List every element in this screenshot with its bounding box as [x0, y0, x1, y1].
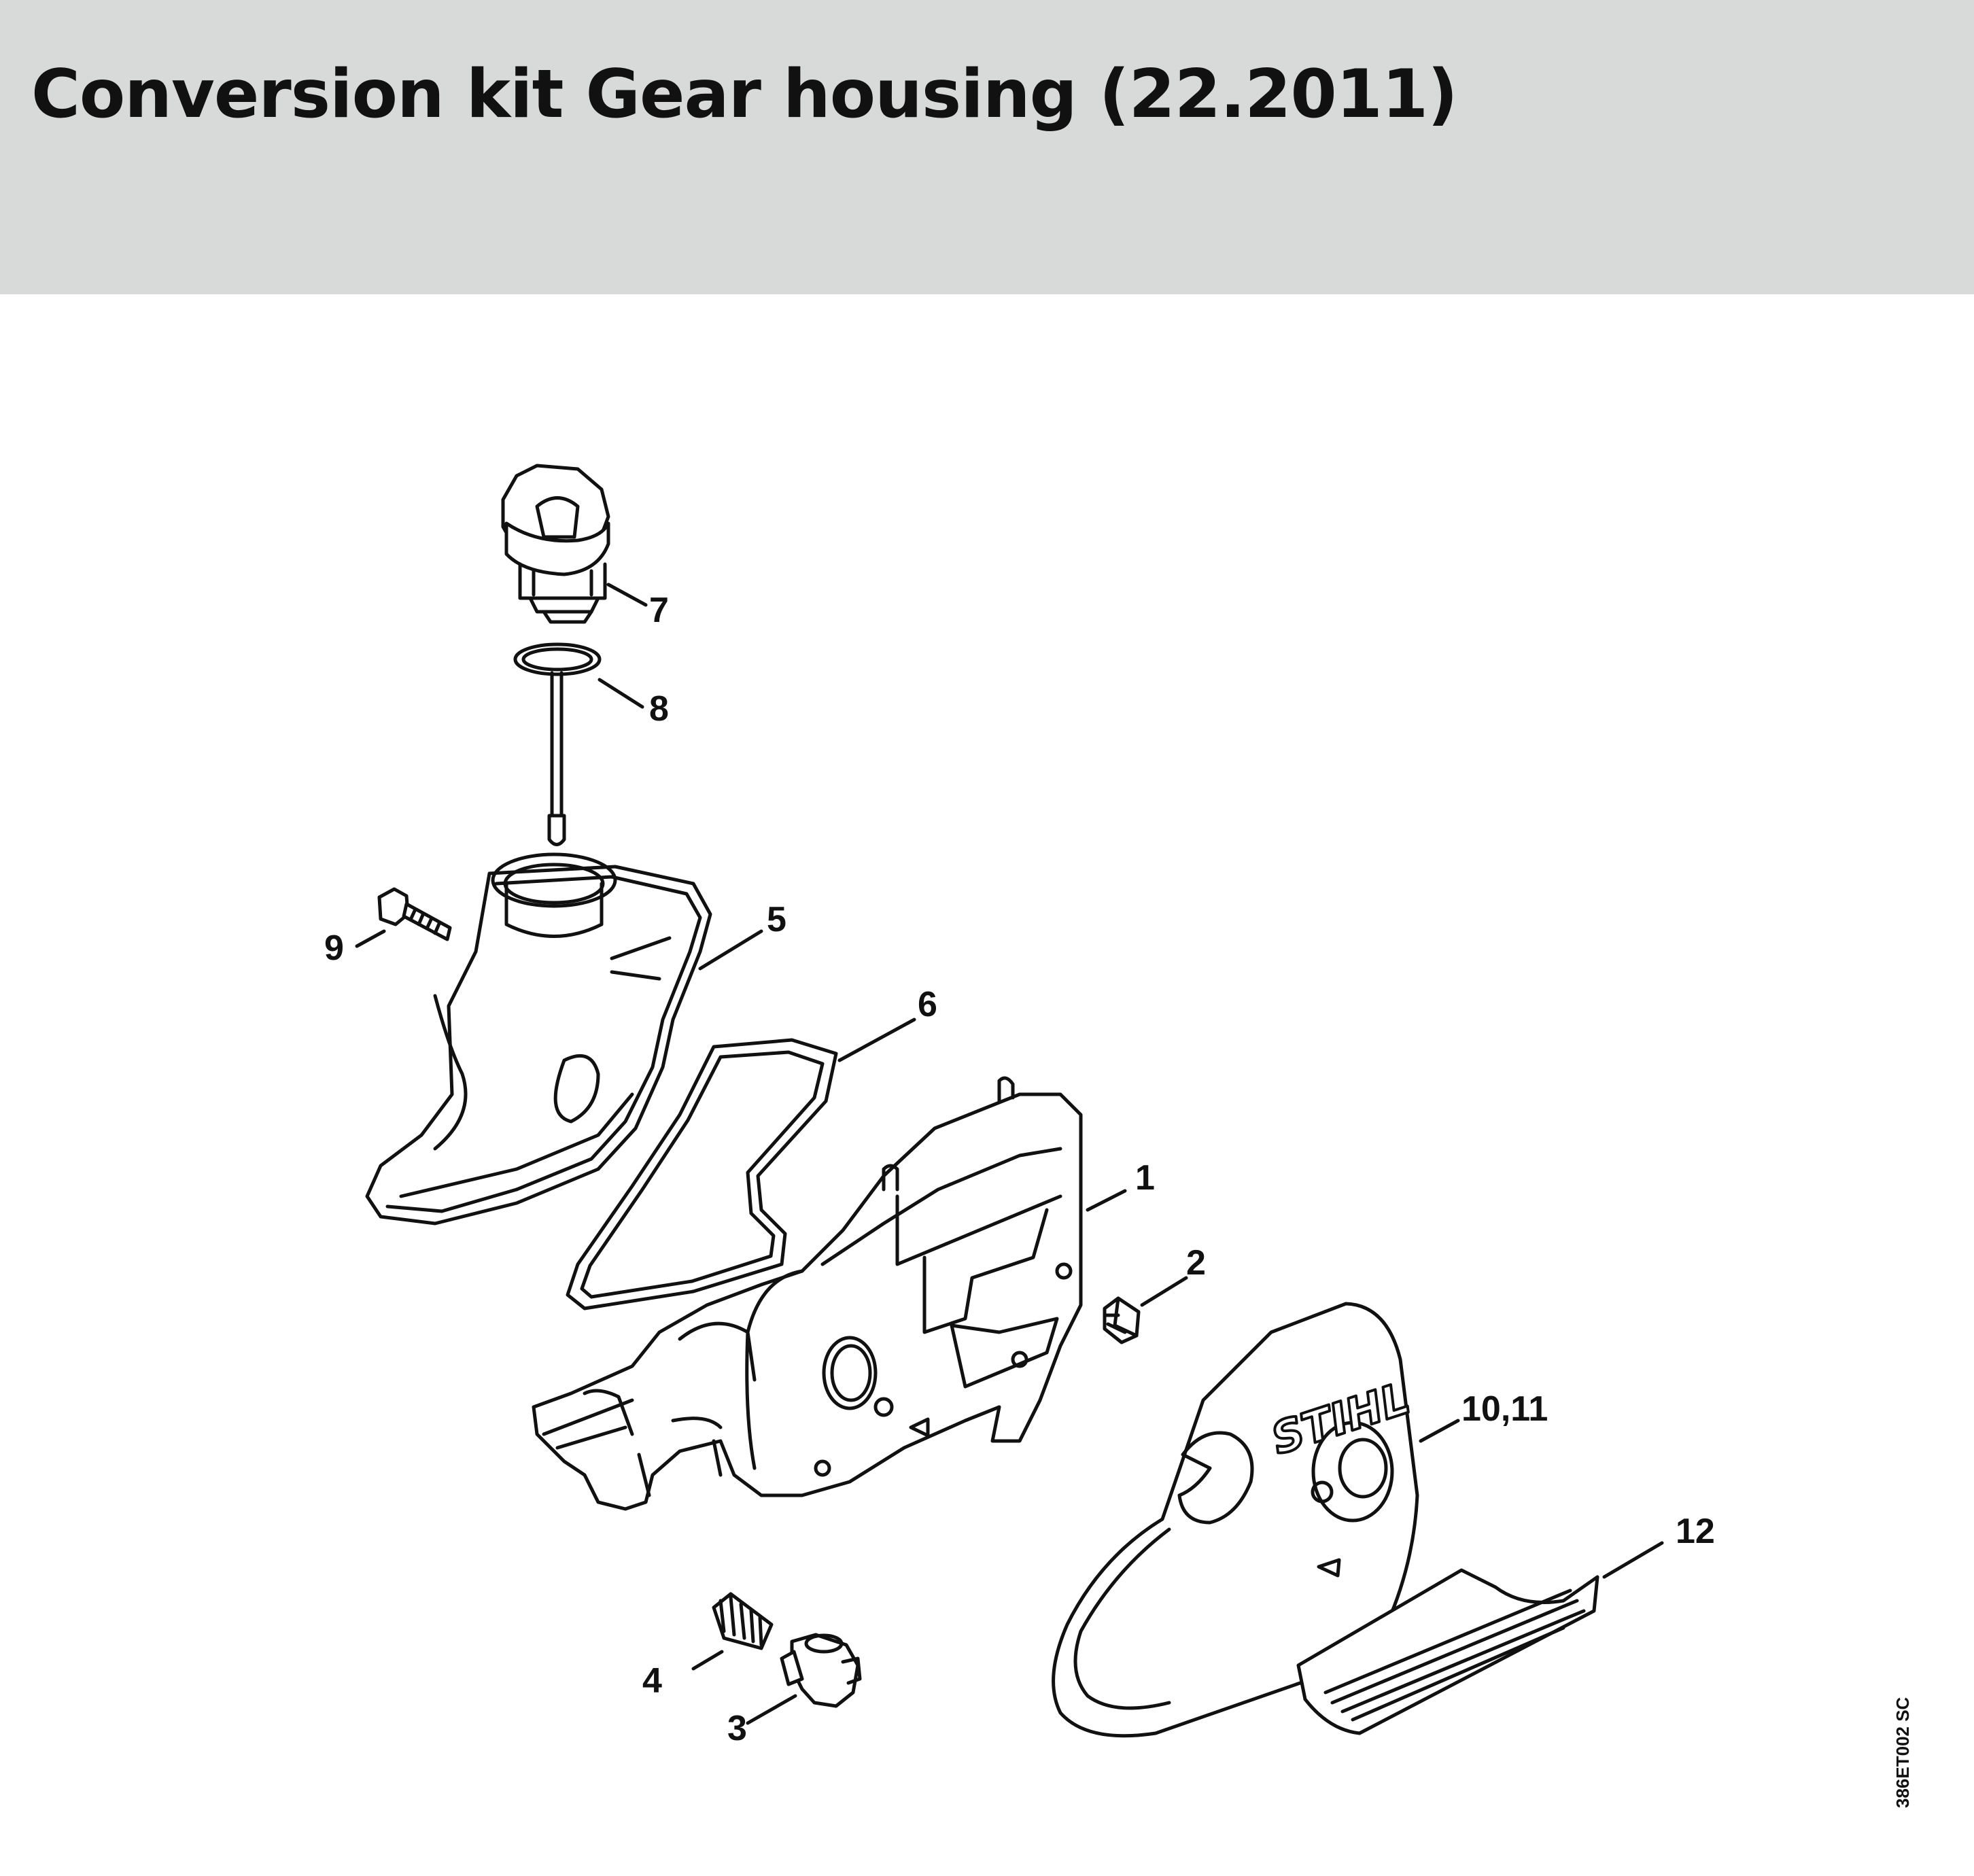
part-3-connector[interactable] — [780, 1633, 862, 1708]
part-2-fitting[interactable] — [1103, 1296, 1141, 1344]
callout-6: 6 — [918, 985, 937, 1024]
callout-3: 3 — [727, 1709, 747, 1748]
part-8-o-ring[interactable] — [513, 642, 602, 846]
callout-1: 1 — [1135, 1158, 1155, 1198]
callout-8: 8 — [649, 689, 669, 729]
part-1-gear-housing[interactable] — [532, 1076, 1083, 1511]
part-5-oil-tank[interactable] — [365, 852, 712, 1226]
callout-10-11: 10,11 — [1461, 1389, 1548, 1429]
part-9-screw[interactable] — [377, 887, 452, 941]
page-title: Conversion kit Gear housing (22.2011) — [31, 56, 1458, 133]
callout-2: 2 — [1186, 1243, 1206, 1283]
drawing-code: 386ET002 SC — [1892, 1697, 1913, 1808]
part-12-label-plate[interactable] — [1296, 1568, 1599, 1735]
part-6-gasket[interactable] — [566, 1038, 838, 1310]
leader-lines — [355, 583, 1664, 1725]
callout-12: 12 — [1676, 1512, 1715, 1551]
callout-4: 4 — [642, 1661, 662, 1701]
part-10-11-chain-sprocket-cover[interactable]: STIHL — [1052, 1302, 1419, 1738]
part-4-filter[interactable] — [712, 1592, 774, 1650]
callout-labels: 7 8 9 5 6 1 2 4 3 10,11 12 — [324, 591, 1715, 1748]
callout-9: 9 — [324, 928, 344, 968]
callout-7: 7 — [649, 591, 669, 630]
part-7-filler-cap[interactable] — [501, 464, 610, 624]
callout-5: 5 — [767, 900, 786, 939]
header-bar — [0, 0, 1974, 294]
